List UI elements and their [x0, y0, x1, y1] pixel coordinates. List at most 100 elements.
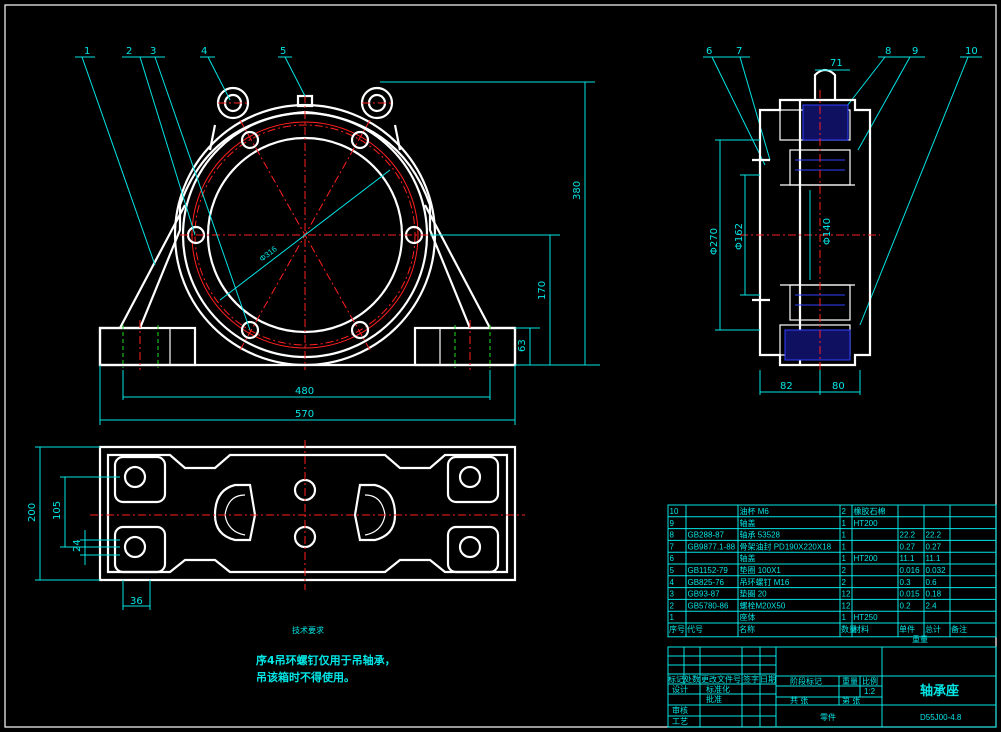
- side-view: 71 Φ270 Φ162 Φ140 82 80: [709, 58, 880, 395]
- bolt-holes: [186, 130, 424, 340]
- parts-cell-name: 螺栓M20X50: [740, 600, 786, 610]
- dim-82: 82: [780, 381, 793, 392]
- dim-80: 80: [832, 381, 845, 392]
- parts-cell-qty: 1: [842, 531, 847, 540]
- dim-316: Φ316: [258, 244, 280, 264]
- parts-cell-total: 0.032: [926, 566, 947, 575]
- parts-cell-no: 6: [670, 554, 675, 563]
- balloon-1: 1: [84, 46, 90, 57]
- dim-480: 480: [295, 386, 314, 397]
- dim-170: 170: [537, 281, 548, 300]
- tech-req-title: 技术要求: [292, 625, 324, 635]
- tb-sign: 签字: [743, 674, 759, 684]
- parts-header-weight: 重量: [912, 634, 928, 644]
- parts-cell-material: HT200: [854, 519, 879, 528]
- balloon-leaders: 1 2 3 4 5 6 7 8 9 10: [75, 46, 982, 331]
- parts-cell-unit: 22.2: [900, 531, 916, 540]
- parts-cell-total: 0.27: [926, 542, 942, 551]
- parts-cell-standard: GB93-87: [688, 590, 721, 599]
- tb-date: 日期: [760, 675, 776, 684]
- parts-cell-total: 22.2: [926, 531, 942, 540]
- parts-cell-no: 1: [670, 613, 675, 622]
- parts-cell-name: 座体: [740, 612, 756, 622]
- parts-header-name: 名称: [739, 624, 755, 634]
- parts-cell-qty: 2: [842, 507, 847, 516]
- tb-mark: 标记: [668, 674, 684, 684]
- parts-cell-qty: 1: [842, 613, 847, 622]
- parts-cell-qty: 12: [842, 601, 851, 610]
- parts-cell-material: HT250: [854, 613, 879, 622]
- dim-24: 24: [72, 539, 83, 552]
- front-view: Φ316: [98, 86, 517, 370]
- dim-270: Φ270: [709, 228, 720, 255]
- dim-570: 570: [295, 409, 314, 420]
- tb-type: 零件: [820, 712, 836, 722]
- parts-cell-name: 轴盖: [740, 518, 756, 528]
- parts-cell-no: 4: [670, 578, 675, 587]
- parts-cell-total: 2.4: [926, 601, 938, 610]
- top-view: 200 105 24 36: [27, 440, 525, 610]
- parts-header-unit: 单件: [899, 624, 915, 634]
- tb-count: 处数: [684, 674, 700, 684]
- parts-cell-no: 9: [670, 519, 675, 528]
- tb-change-doc: 更改文件号: [701, 674, 741, 684]
- tb-scale: 1:2: [864, 687, 876, 696]
- parts-cell-no: 10: [670, 507, 679, 516]
- tb-scale-label: 比例: [862, 676, 878, 686]
- parts-header-no: 序号: [669, 624, 685, 634]
- parts-cell-unit: 0.2: [900, 601, 912, 610]
- tb-standardize: 标准化: [706, 684, 730, 694]
- parts-cell-name: 轴盖: [740, 553, 756, 563]
- parts-cell-no: 5: [670, 566, 675, 575]
- tb-process: 工艺: [672, 717, 688, 726]
- tb-weight: 重量: [842, 676, 858, 686]
- balloon-8: 8: [885, 46, 891, 57]
- parts-cell-material: HT200: [854, 554, 879, 563]
- title-block: 标记 处数 更改文件号 签字 日期 设计 标准化 批准 审核 工艺 阶段标记 重…: [667, 646, 997, 728]
- parts-cell-unit: 0.016: [900, 566, 921, 575]
- dim-380: 380: [572, 181, 583, 200]
- parts-cell-total: 0.6: [926, 578, 938, 587]
- parts-cell-material: 橡胶石棉: [854, 506, 886, 516]
- parts-cell-standard: GB825-76: [688, 578, 725, 587]
- parts-cell-total: 11.1: [926, 554, 942, 563]
- parts-cell-no: 2: [670, 601, 675, 610]
- parts-cell-name: 骨架油封 PD190X220X18: [740, 541, 832, 551]
- parts-cell-qty: 1: [842, 542, 847, 551]
- balloon-4: 4: [201, 46, 207, 57]
- balloon-7: 7: [736, 46, 742, 57]
- parts-cell-name: 轴承 53528: [740, 530, 781, 540]
- dim-36: 36: [130, 596, 143, 607]
- parts-cell-total: 0.18: [926, 590, 942, 599]
- parts-cell-name: 垫圈 100X1: [740, 565, 782, 575]
- tech-req-line-1: 序4吊环螺钉仅用于吊轴承，: [256, 653, 396, 667]
- tb-part-name: 轴承座: [920, 683, 959, 699]
- balloon-3: 3: [150, 46, 156, 57]
- tb-sheet: 第 张: [842, 695, 860, 705]
- parts-cell-standard: GB5780-86: [688, 601, 729, 610]
- parts-header-standard: 代号: [687, 624, 703, 634]
- front-dimensions: 380 170 63 480 570: [99, 81, 600, 425]
- parts-cell-unit: 0.27: [900, 542, 916, 551]
- balloon-9: 9: [912, 46, 918, 57]
- parts-header-remark: 备注: [951, 624, 967, 634]
- dim-140: Φ140: [822, 218, 833, 245]
- parts-cell-no: 7: [670, 542, 675, 551]
- parts-cell-unit: 0.3: [900, 578, 912, 587]
- tb-sheets: 共 张: [790, 696, 808, 705]
- parts-cell-qty: 12: [842, 590, 851, 599]
- tb-design: 设计: [672, 684, 688, 694]
- parts-cell-no: 3: [670, 590, 675, 599]
- parts-cell-standard: GB288-87: [688, 531, 725, 540]
- parts-header-material: 材料: [853, 624, 869, 634]
- dim-63: 63: [517, 339, 528, 352]
- parts-cell-name: 垫圈 20: [740, 589, 768, 599]
- dim-71: 71: [830, 58, 843, 69]
- parts-cell-no: 8: [670, 531, 675, 540]
- parts-cell-qty: 2: [842, 578, 847, 587]
- parts-cell-name: 吊环螺钉 M16: [740, 577, 790, 587]
- parts-cell-unit: 0.015: [900, 590, 921, 599]
- balloon-6: 6: [706, 46, 712, 57]
- tb-stage-mark: 阶段标记: [790, 676, 822, 686]
